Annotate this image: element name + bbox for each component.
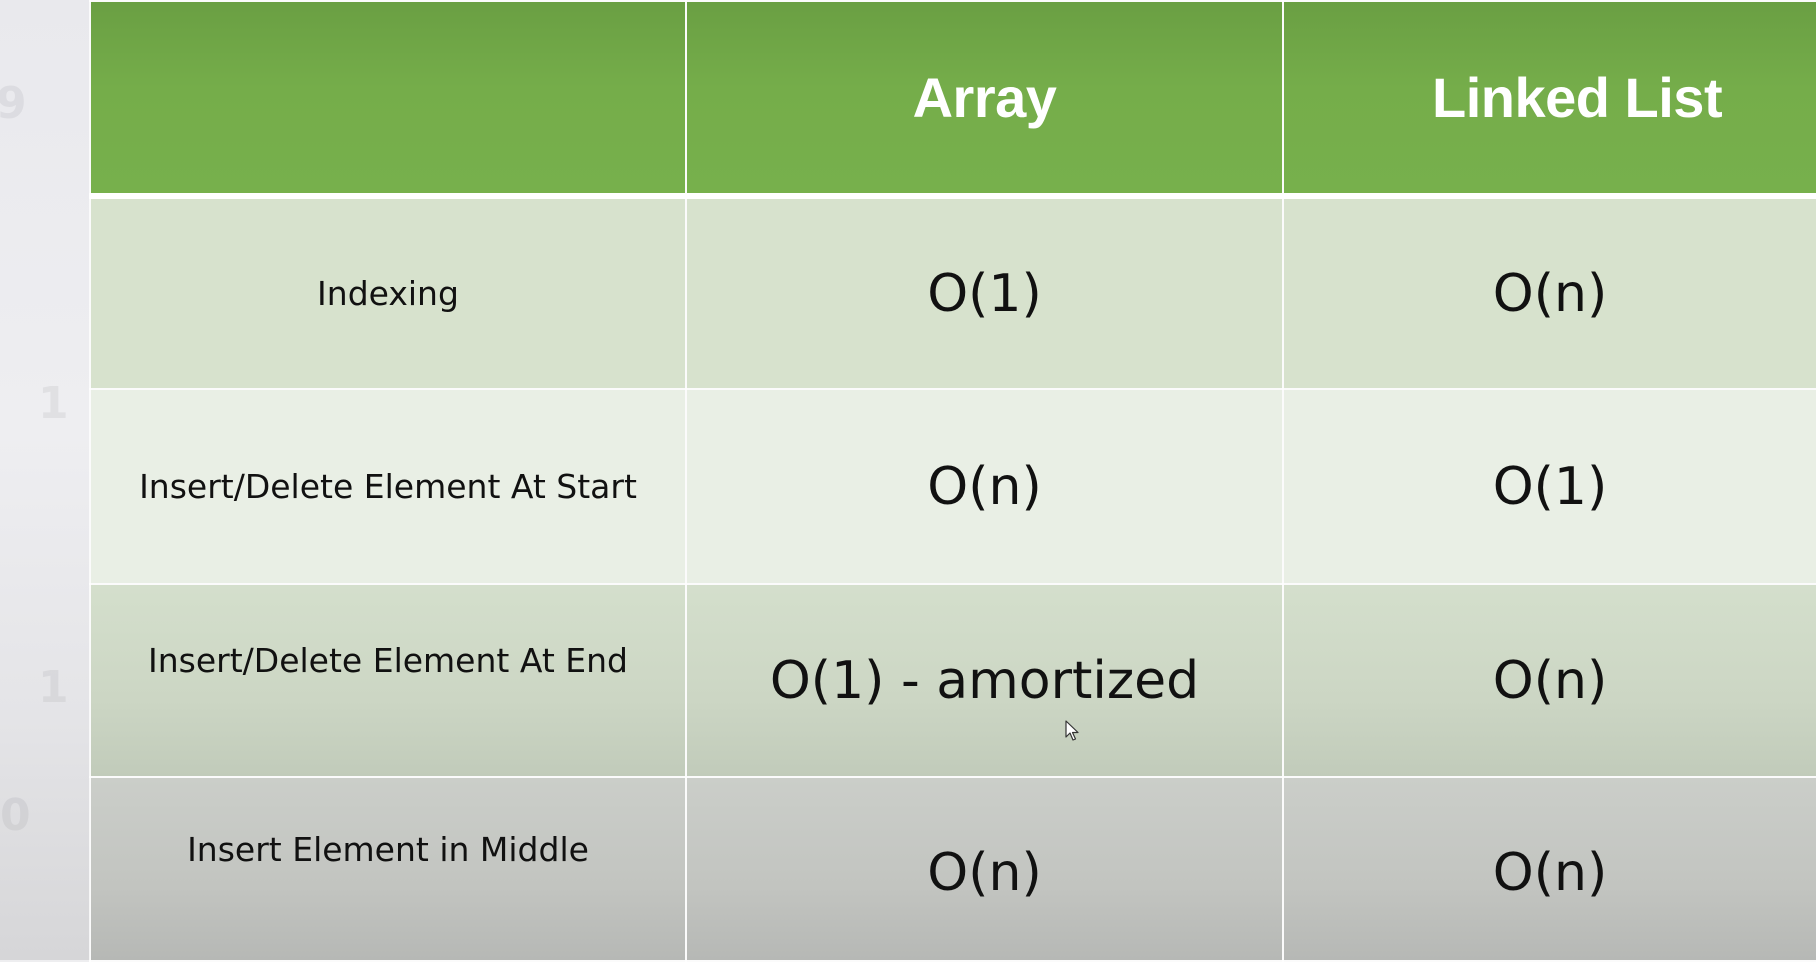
linked-list-cell: O(1) <box>1282 388 1816 585</box>
header-linked-list: Linked List <box>1282 0 1816 199</box>
table-row: Indexing O(1) O(n) <box>89 195 1816 390</box>
background-ghost-glyph: 0 <box>0 790 31 841</box>
operation-label: Insert/Delete Element At Start <box>139 467 637 506</box>
linked-list-cell: O(n) <box>1282 195 1816 390</box>
array-cell: O(1) - amortized <box>685 583 1284 778</box>
linked-list-complexity: O(1) <box>1492 456 1608 517</box>
table-row: Insert/Delete Element At End O(1) - amor… <box>89 583 1816 778</box>
background-ghost-glyph: 1 <box>38 662 69 713</box>
linked-list-cell: O(n) <box>1282 776 1816 962</box>
operation-cell: Insert/Delete Element At Start <box>89 388 687 585</box>
operation-label: Insert/Delete Element At End <box>148 641 628 680</box>
slide-left-margin: 9 1 1 0 <box>0 0 90 960</box>
header-operation <box>89 0 687 199</box>
background-ghost-glyph: 9 <box>0 78 27 129</box>
background-ghost-glyph: 1 <box>38 378 69 429</box>
operation-cell: Indexing <box>89 195 687 390</box>
linked-list-cell: O(n) <box>1282 583 1816 778</box>
operation-label: Indexing <box>317 274 459 313</box>
array-complexity: O(1) - amortized <box>769 650 1200 711</box>
table-row: Insert/Delete Element At Start O(n) O(1) <box>89 388 1816 585</box>
operation-cell: Insert Element in Middle <box>89 776 687 962</box>
linked-list-complexity: O(n) <box>1492 263 1608 324</box>
array-complexity: O(1) <box>927 263 1042 324</box>
table-row: Insert Element in Middle O(n) O(n) <box>89 776 1816 962</box>
complexity-comparison-table: Array Linked List Indexing O(1) O(n) Ins… <box>89 0 1816 962</box>
linked-list-complexity: O(n) <box>1492 650 1608 711</box>
header-array: Array <box>685 0 1284 199</box>
array-complexity: O(n) <box>927 843 1042 903</box>
array-cell: O(1) <box>685 195 1284 390</box>
table-header-row: Array Linked List <box>89 0 1816 199</box>
array-complexity: O(n) <box>927 456 1042 517</box>
linked-list-complexity: O(n) <box>1492 843 1608 903</box>
operation-label: Insert Element in Middle <box>187 829 589 869</box>
array-cell: O(n) <box>685 388 1284 585</box>
array-cell: O(n) <box>685 776 1284 962</box>
operation-cell: Insert/Delete Element At End <box>89 583 687 778</box>
